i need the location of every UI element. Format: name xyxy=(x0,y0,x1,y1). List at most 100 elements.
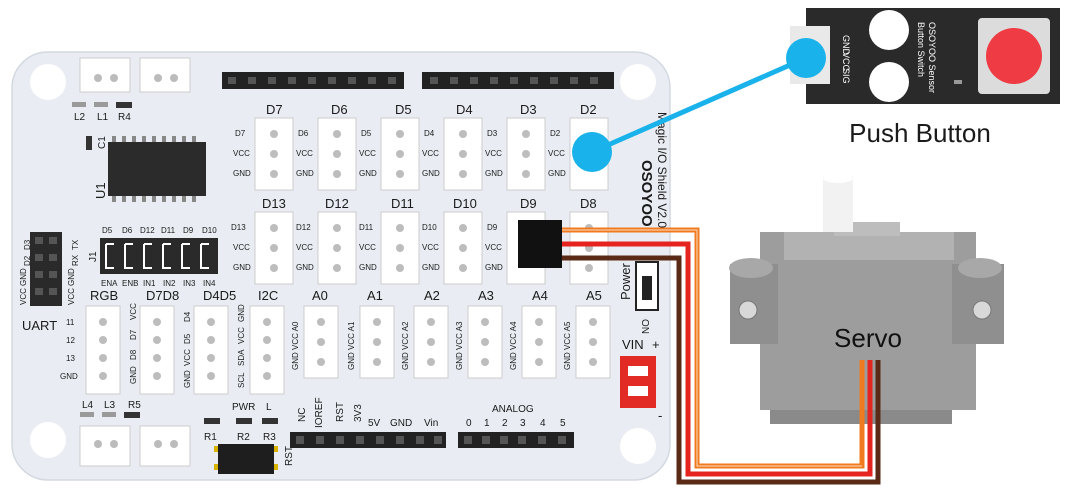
svg-text:GND: GND xyxy=(359,169,377,178)
i2c-pin-label: SCL xyxy=(237,372,246,388)
svg-text:D3: D3 xyxy=(487,129,498,138)
u1-chip xyxy=(108,142,206,196)
svg-text:GND: GND xyxy=(296,169,314,178)
analog-header xyxy=(458,432,574,448)
label-on: ON xyxy=(639,319,650,334)
analog-pin-label: 4 xyxy=(540,418,546,429)
svg-text:GND VCC A5: GND VCC A5 xyxy=(563,321,572,370)
wire-endpoint-icon xyxy=(572,132,612,172)
svg-text:D10: D10 xyxy=(422,223,437,232)
svg-text:GND: GND xyxy=(422,263,440,272)
svg-text:VCC: VCC xyxy=(359,243,376,252)
label-power: Power xyxy=(618,262,633,300)
uart-pin-label: RX xyxy=(71,254,80,266)
i2c-pin-label: VCC xyxy=(237,327,246,344)
svg-text:GND VCC A2: GND VCC A2 xyxy=(401,321,410,370)
label-uart: UART xyxy=(22,318,57,333)
wire-endpoint-icon xyxy=(786,38,826,78)
svg-text:VCC: VCC xyxy=(485,243,502,252)
connector-bottom-left-2 xyxy=(139,425,191,467)
servo-wires xyxy=(562,227,881,485)
port-label-d5: D5 xyxy=(395,102,412,117)
group-label-d4d5: D4D5 xyxy=(203,288,236,303)
port-label-d12: D12 xyxy=(325,196,349,211)
header-label: NC xyxy=(297,408,308,422)
header-label: Vin xyxy=(424,418,438,429)
jumper-bottom-label: ENB xyxy=(122,279,138,288)
jumper-top-label: D11 xyxy=(161,226,176,235)
i2c-pin-label: GND xyxy=(237,304,246,322)
port-label-d9: D9 xyxy=(520,196,537,211)
d7d8-pin-label: D7 xyxy=(129,329,138,340)
analog-title: ANALOG xyxy=(492,404,534,415)
uart-pin-label: VCC xyxy=(19,288,28,305)
uart-header xyxy=(30,232,62,306)
svg-text:VCC: VCC xyxy=(422,243,439,252)
group-label-a4: A4 xyxy=(532,288,548,303)
reset-button xyxy=(218,444,274,474)
svg-text:GND: GND xyxy=(359,263,377,272)
label-l2: L2 xyxy=(74,112,86,123)
port-label-d13: D13 xyxy=(262,196,286,211)
mount-hole-icon xyxy=(30,422,66,458)
servo-label: Servo xyxy=(834,323,902,353)
label-l1: L1 xyxy=(97,112,109,123)
label-l: L xyxy=(266,402,272,413)
header-label: RST xyxy=(335,402,346,422)
svg-text:D13: D13 xyxy=(231,223,246,232)
label-r3: R3 xyxy=(263,432,276,443)
svg-text:VCC: VCC xyxy=(359,149,376,158)
jumper-top-label: D12 xyxy=(140,226,155,235)
group-label-a5: A5 xyxy=(586,288,602,303)
rgb-pin-label: 13 xyxy=(66,354,75,363)
uart-pin-label: D3 xyxy=(23,239,32,250)
group-label-a1: A1 xyxy=(367,288,383,303)
port-label-d6: D6 xyxy=(331,102,348,117)
label-u1: U1 xyxy=(93,182,108,199)
d7d8-pin-label: D8 xyxy=(129,349,138,360)
svg-text:GND: GND xyxy=(296,263,314,272)
group-label-a3: A3 xyxy=(478,288,494,303)
vin-connector xyxy=(620,356,656,408)
analog-pin-label: 2 xyxy=(502,418,508,429)
label-c1: C1 xyxy=(97,136,108,149)
push-button-module: GND VCC SIG OSOYOO Sensor Button Switch … xyxy=(790,8,1060,148)
servo-power-wire xyxy=(562,241,873,477)
button-pin-label: GND xyxy=(841,35,851,56)
label-r2: R2 xyxy=(237,432,250,443)
button-pin-label: VCC xyxy=(841,52,851,72)
io-shield-board: L2 L1 R4 C1 U1 D7 D6 D5 D4 D3 D2 xyxy=(11,51,671,481)
svg-text:D4: D4 xyxy=(424,129,435,138)
port-label-d4: D4 xyxy=(456,102,473,117)
button-pin-label: SIG xyxy=(841,68,851,84)
port-label-d2: D2 xyxy=(580,102,597,117)
label-rst: RST xyxy=(284,446,295,466)
brand-logo: OSOYOO xyxy=(638,160,655,227)
header-label: GND xyxy=(390,418,412,429)
mount-hole-icon xyxy=(869,62,909,102)
d4d5-pin-label: D5 xyxy=(183,333,192,344)
label-j1: J1 xyxy=(88,251,99,262)
product-name: Magic I/O Shield V2.0 xyxy=(655,112,669,228)
svg-text:GND VCC A3: GND VCC A3 xyxy=(455,321,464,370)
svg-text:GND: GND xyxy=(485,263,503,272)
jumper-top-label: D5 xyxy=(102,226,113,235)
svg-text:GND VCC A4: GND VCC A4 xyxy=(509,321,518,370)
red-button[interactable] xyxy=(986,28,1042,84)
uart-pin-label: TX xyxy=(71,239,80,250)
group-label-a2: A2 xyxy=(424,288,440,303)
uart-pin-label: GND xyxy=(67,268,76,286)
port-label-d8: D8 xyxy=(580,196,597,211)
svg-text:D12: D12 xyxy=(296,223,311,232)
port-label-d10: D10 xyxy=(453,196,477,211)
rgb-pin-label: 12 xyxy=(66,336,75,345)
jumper-bottom-label: IN4 xyxy=(203,279,216,288)
jumper-bottom-label: IN1 xyxy=(143,279,156,288)
button-signal-wire xyxy=(572,38,826,172)
analog-pin-label: 0 xyxy=(466,418,472,429)
svg-text:GND VCC A1: GND VCC A1 xyxy=(347,321,356,370)
group-label-a0: A0 xyxy=(312,288,328,303)
d4d5-pin-label: VCC xyxy=(183,349,192,366)
power-header xyxy=(290,432,446,448)
